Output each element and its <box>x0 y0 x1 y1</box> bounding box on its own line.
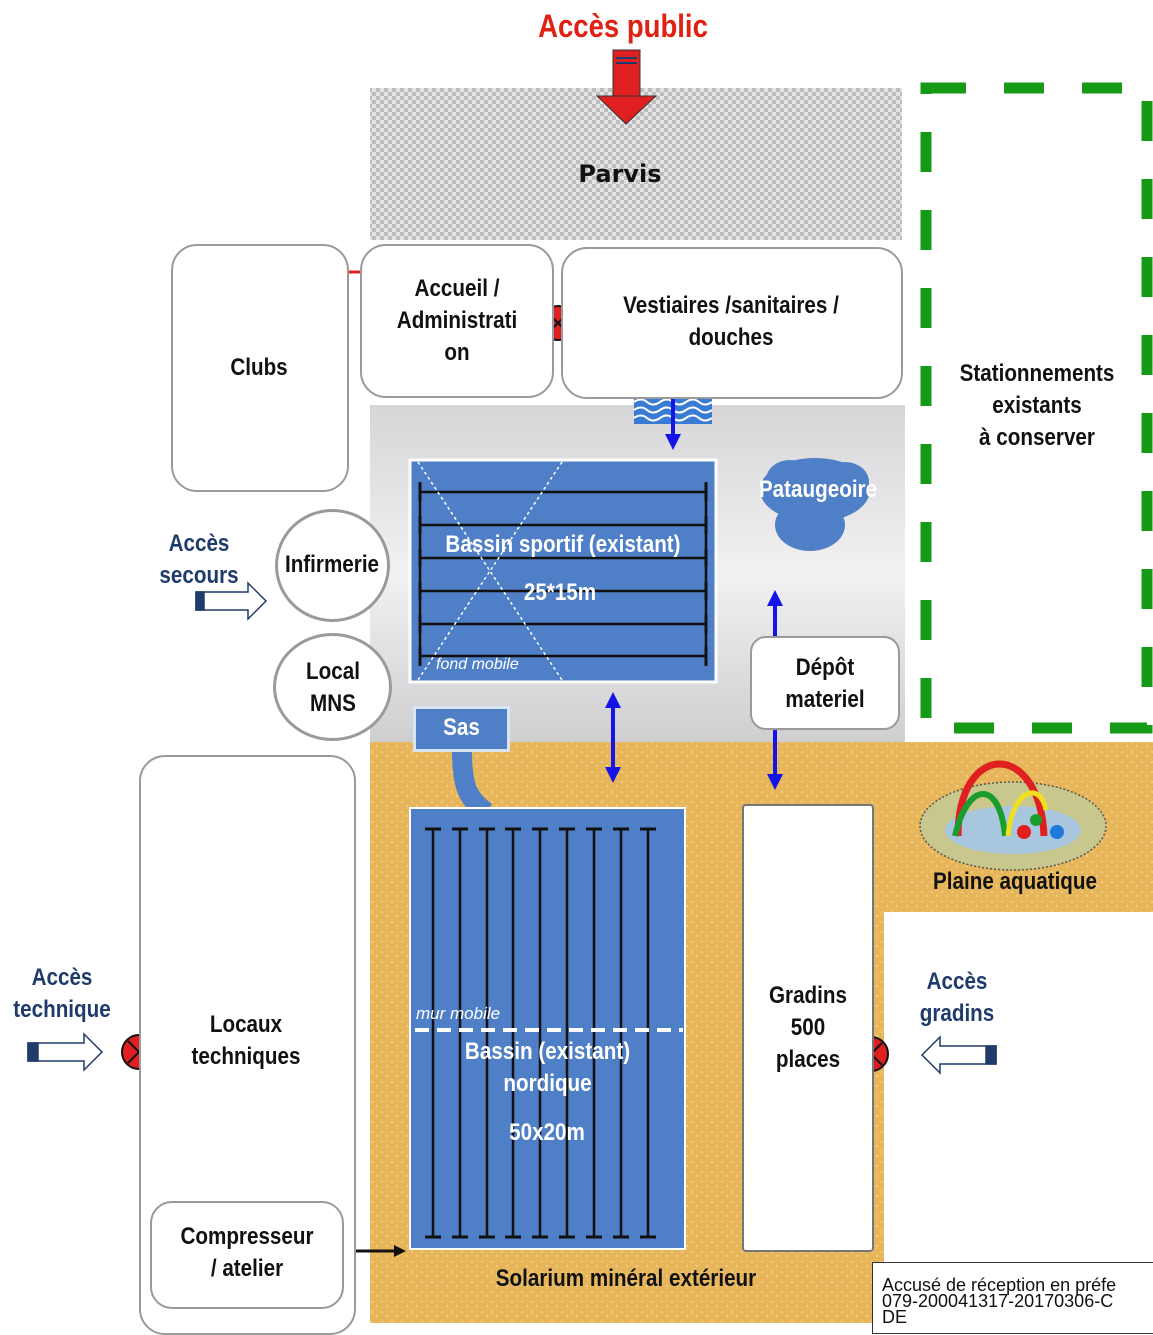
mur-mobile-note: mur mobile <box>416 1004 501 1023</box>
stationnements-label: Stationnements existants à conserver <box>959 360 1115 451</box>
stamp-text: Accusé de réception en préfe 079-2000413… <box>882 1277 1153 1323</box>
fond-mobile-cross <box>417 461 563 681</box>
depot-box <box>750 636 900 730</box>
infirmerie-circle <box>275 509 390 622</box>
pataugeoire-shape <box>760 458 870 551</box>
parvis-label: Parvis <box>578 160 662 188</box>
pool-sportif-size: 25*15m <box>523 579 597 606</box>
secours-label: Accès secours <box>159 530 239 589</box>
locaux-label: Locaux techniques <box>191 1011 301 1070</box>
parking-boundary <box>920 82 1153 734</box>
pool-sportif <box>408 458 718 684</box>
pool-sportif-name: Bassin sportif (existant) <box>445 531 681 558</box>
infirmerie-label: Infirmerie <box>284 551 380 578</box>
solarium-label: Solarium minéral extérieur <box>495 1265 757 1292</box>
stamp-line-2: 079-200041317-20170306-C <box>882 1291 1114 1311</box>
stamp-box <box>872 1262 1153 1334</box>
title: Accès public <box>538 8 708 44</box>
local-mns-label: Local MNS <box>306 658 360 717</box>
compresseur-box <box>150 1201 344 1309</box>
pool-sportif-lanes <box>418 482 708 666</box>
depot-label: Dépôt materiel <box>785 654 865 713</box>
pataugeoire-label: Pataugeoire <box>758 476 878 503</box>
technique-label: Accès technique <box>13 964 111 1023</box>
public-access-arrow <box>595 49 658 125</box>
gradins-box <box>742 804 874 1252</box>
plaine-label: Plaine aquatique <box>932 868 1098 895</box>
gradins-label: Gradins 500 places <box>768 982 847 1073</box>
fond-mobile-note: fond mobile <box>436 656 519 673</box>
accueil-box <box>360 244 554 398</box>
pool-nordique-name: Bassin (existant) nordique <box>464 1038 631 1097</box>
clubs-label: Clubs <box>230 354 288 381</box>
pool-nordique-size: 50x20m <box>509 1119 585 1146</box>
gradins-access-arrow <box>920 1035 997 1075</box>
local-mns-circle <box>273 633 392 741</box>
accueil-label: Accueil / Administrati on <box>396 275 518 366</box>
stamp-line-3: DE <box>882 1307 908 1323</box>
secours-arrow <box>195 581 268 621</box>
plaine-aquatique-shape <box>919 760 1107 871</box>
sas-box <box>413 706 510 752</box>
compresseur-label: Compresseur / atelier <box>180 1223 314 1282</box>
gradins-access-label: Accès gradins <box>919 968 995 1027</box>
sas-label: Sas <box>443 714 480 741</box>
pool-nordique-lanes <box>431 829 650 1237</box>
technique-arrow <box>27 1032 104 1072</box>
vestiaires-box <box>561 247 903 399</box>
vestiaires-label: Vestiaires /sanitaires / douches <box>623 292 839 351</box>
clubs-box <box>171 244 349 492</box>
stamp-line-1: Accusé de réception en préfe <box>882 1277 1117 1295</box>
